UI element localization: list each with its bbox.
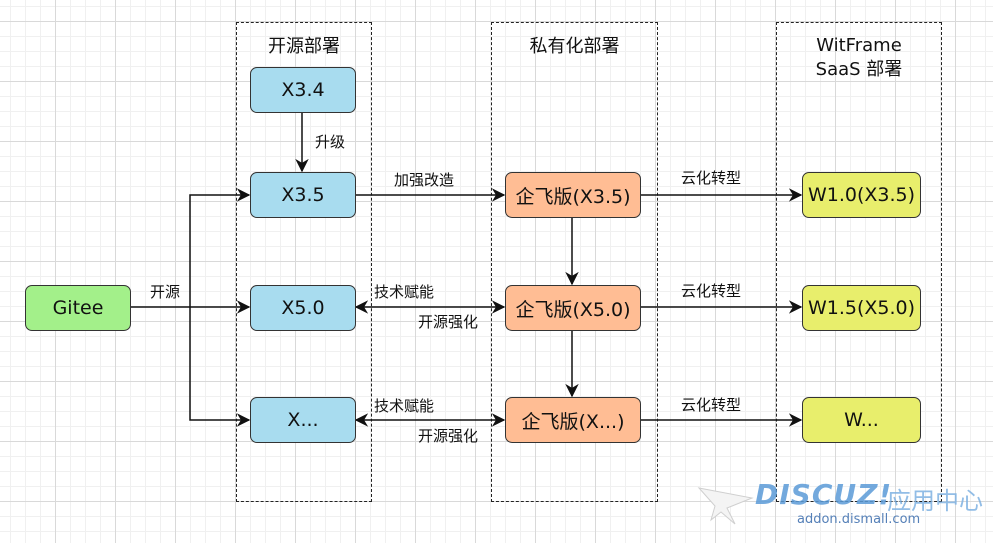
node-x35-label: X3.5 [281, 184, 325, 206]
label-strengthen-1: 开源强化 [418, 313, 479, 331]
edge-gitee-x35 [189, 188, 251, 307]
label-empower-1: 技术赋能 [374, 283, 435, 301]
node-x50-label: X5.0 [281, 297, 325, 319]
node-w10-label: W1.0(X3.5) [807, 184, 916, 206]
node-xmore-label: X... [287, 409, 319, 431]
saas-title-line2: SaaS 部署 [815, 59, 903, 80]
node-x34-label: X3.4 [281, 79, 325, 101]
label-cloud-3: 云化转型 [681, 396, 742, 414]
watermark-cn: 应用中心 [887, 487, 983, 515]
label-cloud-1: 云化转型 [681, 169, 742, 187]
node-wmore[interactable]: W... [802, 397, 921, 443]
label-enhance: 加强改造 [394, 171, 455, 189]
node-x50[interactable]: X5.0 [250, 285, 356, 331]
watermark-logo: DISCUZ! [755, 478, 893, 511]
node-qf50-label: 企飞版(X5.0) [515, 298, 631, 321]
node-qfmore-label: 企飞版(X...) [521, 410, 625, 433]
node-gitee-label: Gitee [52, 297, 104, 319]
saas-container: WitFrame SaaS 部署 [776, 22, 942, 502]
label-cloud-2: 云化转型 [681, 282, 742, 300]
private-container: 私有化部署 [491, 22, 658, 502]
label-upgrade: 升级 [315, 133, 346, 151]
saas-title-line1: WitFrame [816, 35, 902, 56]
node-w15-label: W1.5(X5.0) [807, 297, 916, 319]
node-xmore[interactable]: X... [250, 397, 356, 443]
node-wmore-label: W... [844, 409, 879, 431]
node-w15[interactable]: W1.5(X5.0) [802, 285, 921, 331]
node-qfmore[interactable]: 企飞版(X...) [505, 397, 641, 443]
open-source-container: 开源部署 [236, 22, 372, 502]
node-x35[interactable]: X3.5 [250, 172, 356, 218]
edge-gitee-xmore [189, 307, 251, 427]
paper-plane-icon [697, 487, 754, 525]
node-x34[interactable]: X3.4 [250, 67, 356, 113]
label-empower-2: 技术赋能 [374, 397, 435, 415]
node-gitee[interactable]: Gitee [25, 285, 131, 331]
watermark: DISCUZ! 应用中心 addon.dismall.com [697, 478, 987, 538]
label-open: 开源 [150, 283, 181, 301]
label-strengthen-2: 开源强化 [418, 427, 479, 445]
private-title: 私有化部署 [529, 36, 620, 57]
node-qf35[interactable]: 企飞版(X3.5) [505, 172, 641, 218]
open-source-title: 开源部署 [268, 36, 340, 57]
watermark-url: addon.dismall.com [797, 512, 921, 527]
node-w10[interactable]: W1.0(X3.5) [802, 172, 921, 218]
node-qf50[interactable]: 企飞版(X5.0) [505, 285, 641, 331]
node-qf35-label: 企飞版(X3.5) [515, 185, 631, 208]
